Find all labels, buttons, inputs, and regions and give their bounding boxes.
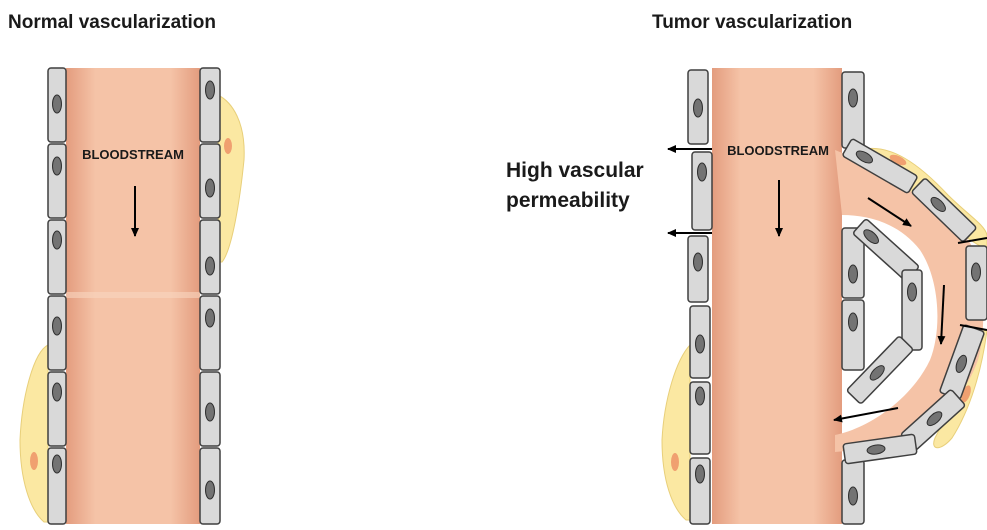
endothelial-cell [48,144,66,218]
cell-nucleus [696,335,705,353]
permeability-label-line1: High vascular [506,156,644,186]
cell-nucleus [696,465,705,483]
cell-nucleus [696,387,705,405]
endothelial-cell [966,246,987,320]
endothelial-cell [200,68,220,142]
pericyte [20,345,48,522]
pericyte-nucleus [30,452,38,470]
endothelial-cell [200,296,220,370]
bloodstream-tumor [712,68,842,524]
cell-nucleus [206,403,215,421]
cell-nucleus [694,253,703,271]
cell-nucleus [53,95,62,113]
cell-nucleus [53,157,62,175]
pericyte-nucleus [671,453,679,471]
cell-nucleus [694,99,703,117]
pericyte-nucleus [224,138,232,154]
cell-nucleus [972,263,981,281]
cell-nucleus [53,455,62,473]
cell-nucleus [206,81,215,99]
cell-nucleus [206,179,215,197]
cell-nucleus [849,89,858,107]
cell-nucleus [698,163,707,181]
cell-nucleus [206,309,215,327]
bloodstream-label-normal: BLOODSTREAM [82,147,184,162]
endothelial-cell [842,300,864,370]
cell-nucleus [849,487,858,505]
tumor-vessel: BLOODSTREAM [662,68,987,524]
cell-nucleus [908,283,917,301]
cell-nucleus [206,481,215,499]
endothelial-cell [842,72,864,148]
pericyte [218,95,244,262]
cell-nucleus [53,317,62,335]
endothelial-cell [902,270,922,350]
cell-nucleus [849,265,858,283]
bloodstream-label-tumor: BLOODSTREAM [727,143,829,158]
pericyte [662,345,690,520]
cell-nucleus [849,313,858,331]
cell-nucleus [53,231,62,249]
cell-nucleus [206,257,215,275]
permeability-label-line2: permeability [506,186,644,216]
high-vascular-permeability-label: High vascular permeability [506,156,644,216]
cell-nucleus [53,383,62,401]
normal-vessel: BLOODSTREAM [20,68,244,524]
